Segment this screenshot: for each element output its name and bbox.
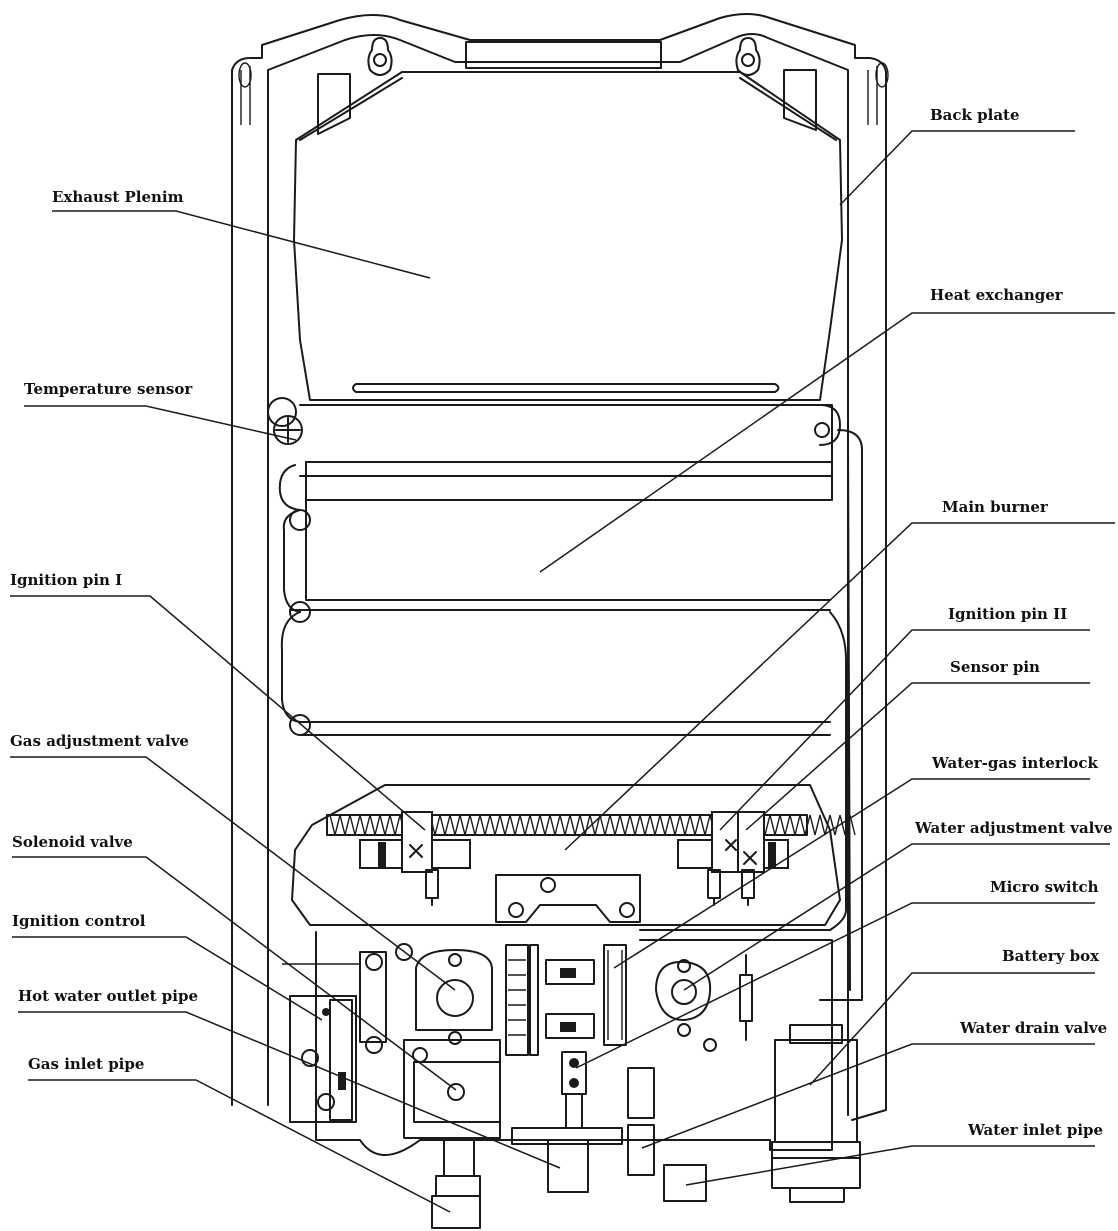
leader-lines [10,130,1115,1213]
label-hot-water-outlet-pipe: Hot water outlet pipe [18,987,199,1005]
label-ignition-pin-2: Ignition pin II [948,605,1068,623]
water-adjustment-valve [603,944,753,1046]
water-gas-interlock [505,944,595,1056]
label-heat-exchanger: Heat exchanger [930,286,1063,304]
micro-switch [561,1051,587,1129]
label-ignition-control: Ignition control [12,912,146,930]
label-water-drain-valve: Water drain valve [960,1019,1108,1037]
label-back-plate: Back plate [930,106,1020,124]
label-gas-inlet-pipe: Gas inlet pipe [28,1055,145,1073]
exhaust-plenum [293,71,843,401]
water-drain-valve [627,1067,655,1176]
label-water-gas-interlock: Water-gas interlock [932,754,1098,772]
label-gas-adjustment-valve: Gas adjustment valve [10,732,189,750]
lower-assembly [282,931,833,1156]
label-ignition-pin-1: Ignition pin I [10,571,123,589]
ignition-control [289,995,357,1123]
label-water-inlet-pipe: Water inlet pipe [968,1121,1104,1139]
gas-inlet-pipe [431,1139,481,1229]
temperature-sensor [267,397,303,445]
solenoid-valve [403,1039,501,1139]
label-exhaust-plenim: Exhaust Plenim [52,188,184,206]
label-solenoid-valve: Solenoid valve [12,833,133,851]
hot-water-outlet-pipe [511,1127,623,1193]
ignition-pins [359,811,789,906]
water-inlet-pipe [663,1038,717,1202]
label-sensor-pin: Sensor pin [950,658,1040,676]
label-water-adjustment-valve: Water adjustment valve [915,819,1113,837]
label-main-burner: Main burner [942,498,1048,516]
label-micro-switch: Micro switch [990,878,1099,896]
heat-exchanger [278,404,863,1001]
back-plate [231,13,889,1121]
label-temperature-sensor: Temperature sensor [24,380,193,398]
label-battery-box: Battery box [1002,947,1100,965]
gas-adjustment-valve [415,949,493,1045]
battery-box [771,1024,861,1203]
